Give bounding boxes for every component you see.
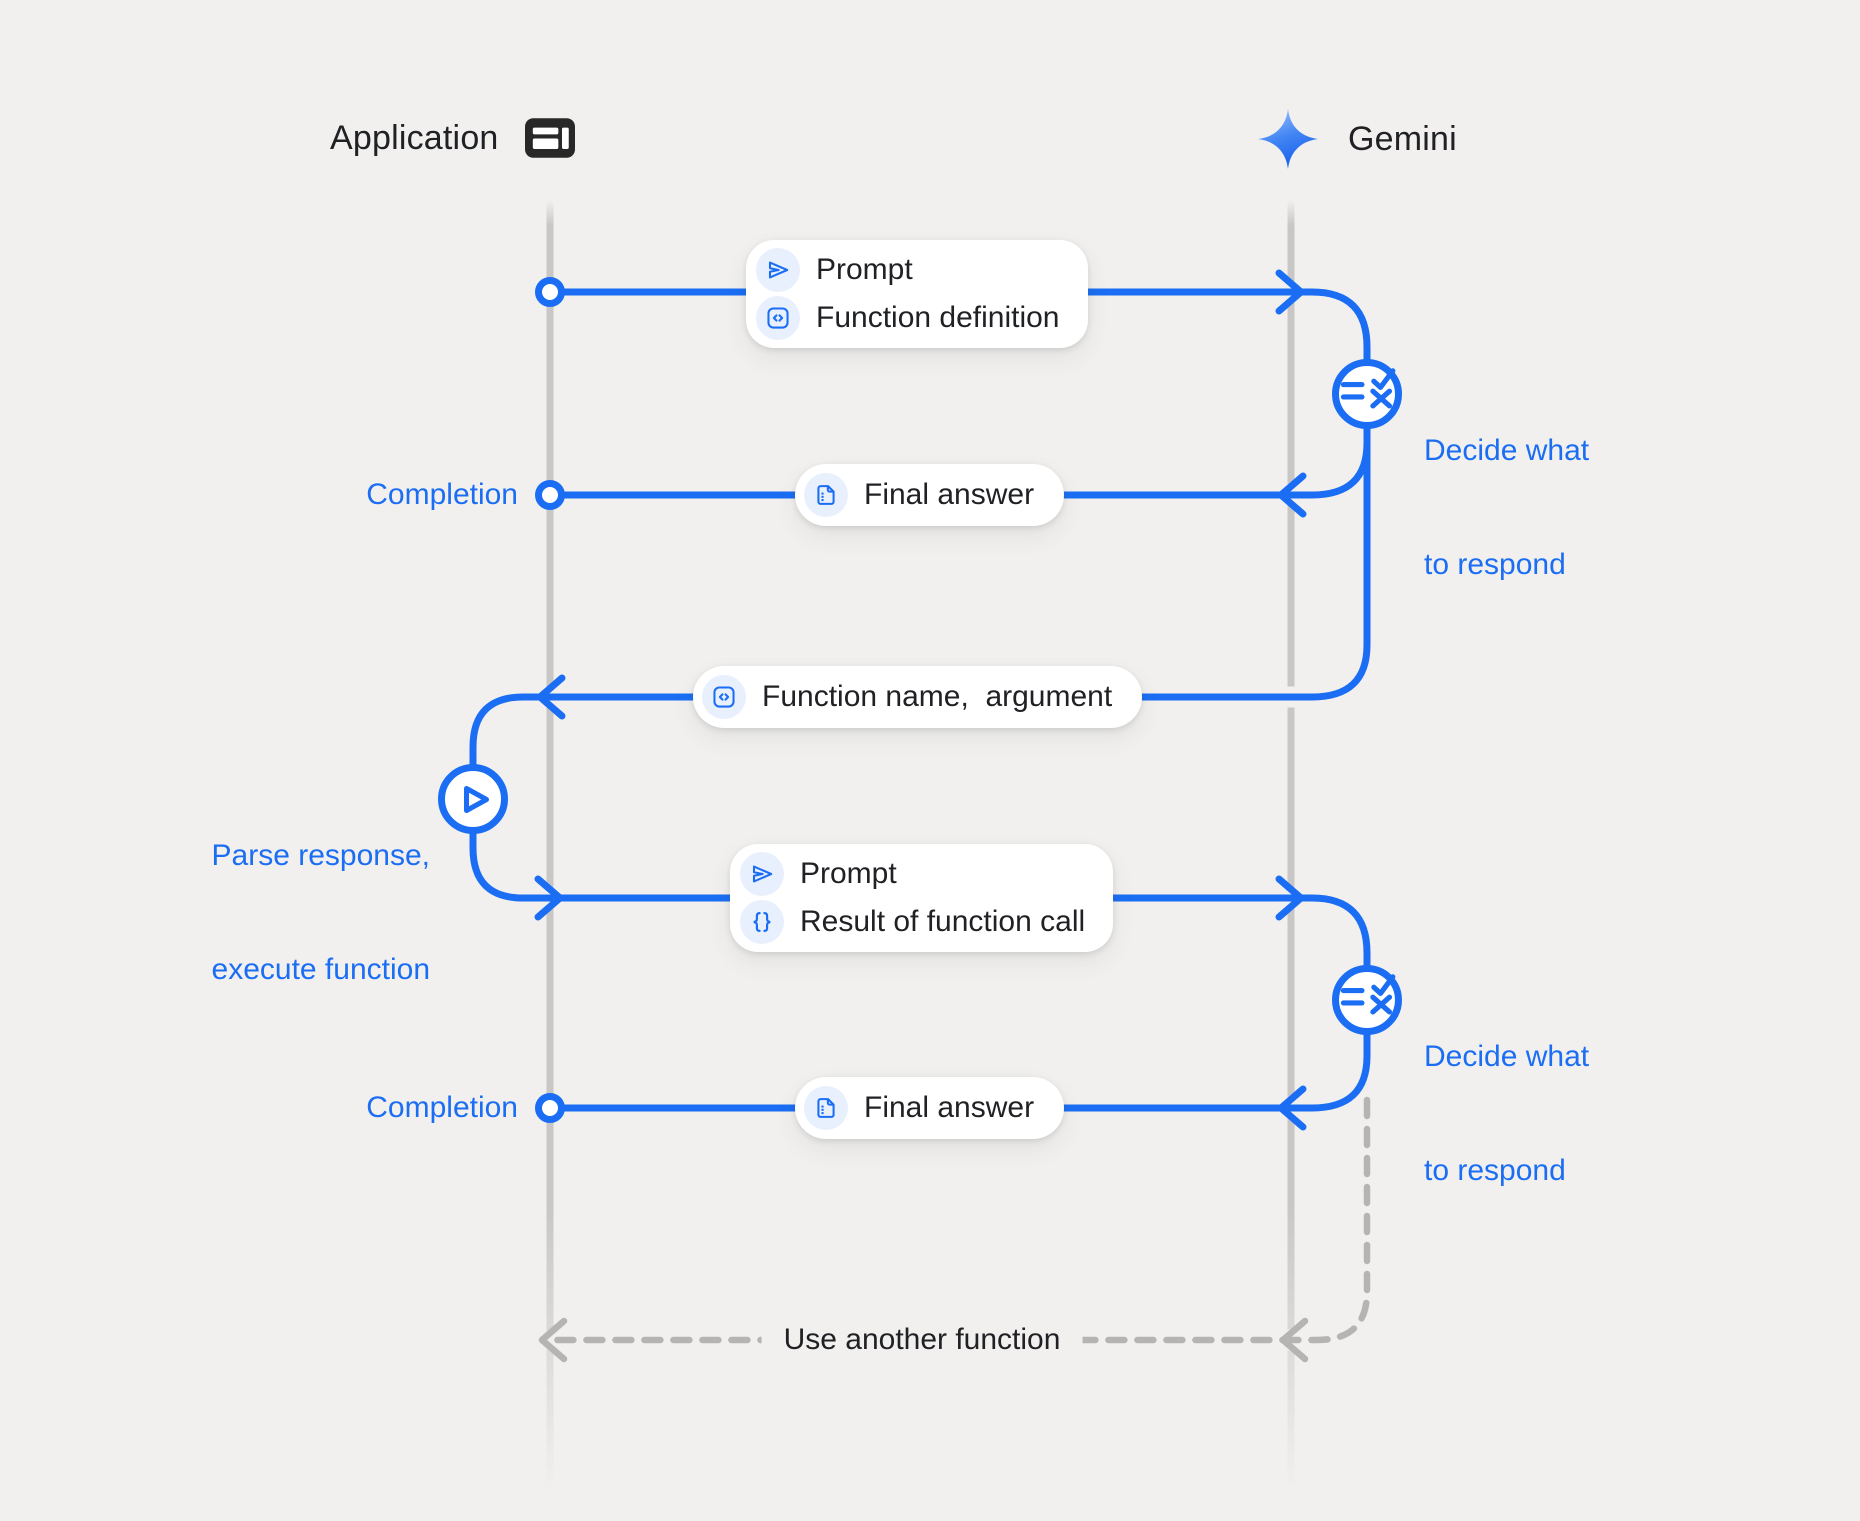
- arrowhead-right-gemini-2: [1275, 875, 1305, 921]
- play-icon: [464, 786, 489, 813]
- document-icon: [804, 1086, 848, 1130]
- card-row: Result of function call: [740, 900, 1085, 944]
- card-row: Function definition: [756, 296, 1060, 340]
- completion-label-2: Completion: [366, 1091, 518, 1124]
- card-row: Prompt: [740, 852, 1085, 896]
- arrowhead-right-application: [534, 875, 564, 921]
- decide-label-2: Decide what to respond: [1424, 1040, 1590, 1187]
- arrowhead-left-gemini-dashed: [1279, 1317, 1309, 1363]
- message-start-circle: [535, 277, 565, 307]
- rule-icon: [1340, 368, 1396, 409]
- message-label: Final answer: [864, 478, 1035, 511]
- message-pill-final-answer-2: Final answer: [795, 1077, 1065, 1139]
- application-label: Application: [330, 118, 499, 157]
- message-pill-final-answer-1: Final answer: [795, 464, 1065, 526]
- send-icon: [740, 852, 784, 896]
- completion-label-1: Completion: [366, 478, 518, 511]
- card-row: Prompt: [756, 248, 1060, 292]
- message-label: Result of function call: [800, 905, 1086, 938]
- decide-node-1: [1332, 359, 1402, 429]
- code-block-icon: [702, 675, 746, 719]
- rule-icon: [1340, 974, 1396, 1015]
- parse-label: Parse response, execute function: [211, 839, 430, 986]
- loop-back-dashed-path: [538, 1096, 1371, 1363]
- decide-label-1: Decide what to respond: [1424, 434, 1590, 581]
- message-label: Final answer: [864, 1091, 1035, 1124]
- path-casings: [462, 281, 1378, 1351]
- arrowhead-left-gemini-2: [1277, 1085, 1307, 1131]
- parse-node: [438, 764, 508, 834]
- app-window-icon: [524, 118, 575, 158]
- application-lifeline: [546, 200, 554, 1490]
- decide-node-2: [1332, 965, 1402, 1035]
- gemini-lifeline: [1287, 200, 1295, 1490]
- document-icon: [804, 473, 848, 517]
- arrowhead-left-application-dashed: [538, 1317, 568, 1363]
- completion-circle-2: [535, 1093, 565, 1123]
- gemini-header: Gemini: [1254, 104, 1457, 174]
- braces-icon: [740, 900, 784, 944]
- code-block-icon: [756, 296, 800, 340]
- arrowhead-left-application: [536, 674, 566, 720]
- message-pill-function-name-argument: Function name, argument: [693, 666, 1143, 728]
- message-label: Function name, argument: [762, 680, 1113, 713]
- gemini-label: Gemini: [1348, 119, 1457, 158]
- use-another-function-label: Use another function: [761, 1320, 1083, 1360]
- application-header: Application: [330, 106, 575, 170]
- message-card-prompt-result: Prompt Result of function call: [730, 844, 1114, 952]
- message-card-prompt-function-definition: Prompt Function definition: [746, 240, 1088, 348]
- start-circles: [535, 277, 565, 1123]
- message-label: Function definition: [816, 301, 1060, 334]
- arrowhead-right-gemini-1: [1275, 269, 1305, 315]
- completion-circle-1: [535, 480, 565, 510]
- gemini-sparkle-icon: [1257, 108, 1319, 170]
- arrowhead-left-gemini-1: [1277, 472, 1307, 518]
- message-label: Prompt: [800, 857, 897, 890]
- send-icon: [756, 248, 800, 292]
- message-label: Prompt: [816, 253, 913, 286]
